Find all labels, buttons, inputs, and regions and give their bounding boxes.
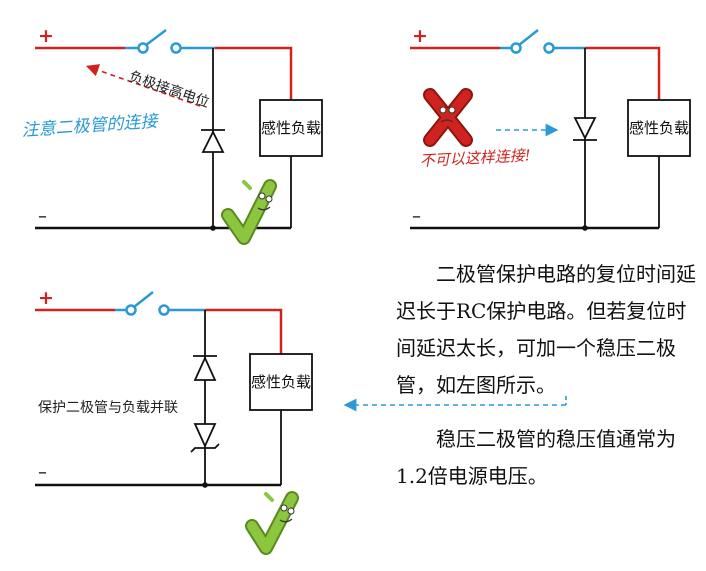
load-box [627,99,691,157]
load-box [259,99,323,157]
minus-sign: – [412,206,421,227]
panel-correct: 感性负载 + – 负极接高电位 注意二极管的连接 [21,25,323,245]
paragraph-zener-value: 稳压二极管的稳压值通常为1.2倍电源电压。 [396,427,676,488]
cross-mascot-icon [423,88,473,147]
side-label: 保护二极管与负载并联 [38,400,178,416]
positive-wire-right [585,46,661,100]
panel-wrong: 感性负载 + – 不可以这样连接! [410,25,691,231]
switch [500,29,585,54]
minus-sign: – [38,462,47,483]
check-mascot-icon [245,491,299,555]
plus-sign: + [412,25,428,47]
load-label: 感性负载 [629,119,689,137]
load-box [249,353,313,411]
check-mascot-icon [221,179,277,245]
negative-high-note: 负极接高电位 [127,68,212,111]
diode-symbol [193,355,217,381]
hand-note-wrong: 不可以这样连接! [419,146,531,170]
paragraph-reset-delay: 二极管保护电路的复位时间延迟长于RC保护电路。但若复位时间延迟太长，可加一个稳压… [396,262,696,397]
pointer-arrow [85,64,201,107]
positive-wire-right [205,308,283,354]
positive-wire-right [215,46,293,100]
diode-symbol [573,117,597,141]
zener-diode-symbol [190,423,220,453]
switch [125,29,215,54]
diode-symbol [201,129,225,153]
switch [115,291,205,316]
text-pointer-arrow [343,396,567,412]
panel-zener: 感性负载 + – 保护二极管与负载并联 [35,287,313,555]
load-label: 感性负载 [261,119,321,137]
plus-sign: + [38,25,54,47]
load-label: 感性负载 [251,373,311,391]
hand-note-correct: 注意二极管的连接 [21,111,160,141]
minus-sign: – [38,206,47,227]
plus-sign: + [38,287,54,309]
